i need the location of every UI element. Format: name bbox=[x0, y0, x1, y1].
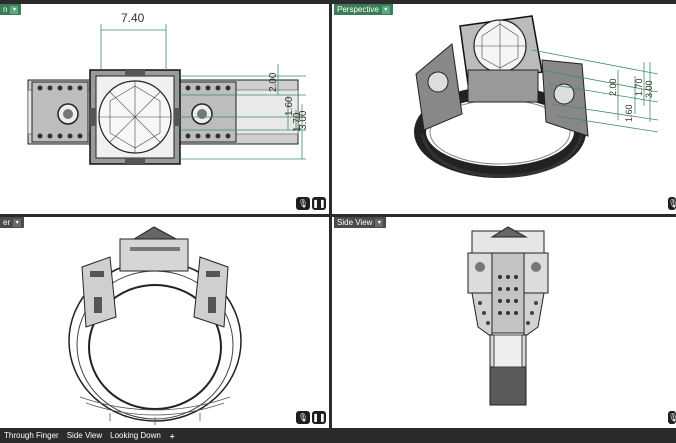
tab-side-view[interactable]: Side View bbox=[66, 431, 103, 440]
chevron-down-icon[interactable]: ▾ bbox=[381, 5, 390, 14]
viewport-tab-side-view[interactable]: Side View ▾ bbox=[334, 217, 387, 228]
mic-icon[interactable]: 🎙 bbox=[668, 411, 676, 424]
ring-top-drawing: 7.40 2.00 1.60 1.70 3.00 bbox=[27, 11, 309, 165]
dim-label-3: 1.70 bbox=[292, 112, 303, 132]
tab-through-finger[interactable]: Through Finger bbox=[0, 429, 63, 443]
persp-dim-1: 2.00 bbox=[608, 78, 618, 96]
ring-side-drawing bbox=[467, 226, 549, 406]
mic-icon[interactable]: 🎙 bbox=[296, 411, 310, 424]
tab-looking-down[interactable]: Looking Down bbox=[110, 431, 161, 440]
persp-dim-2: 1.70 bbox=[634, 78, 644, 96]
viewport-tab-top[interactable]: n ▾ bbox=[0, 4, 22, 15]
dim-label-1: 2.00 bbox=[268, 72, 279, 92]
add-tab-button[interactable]: + bbox=[169, 431, 175, 441]
pause-icon[interactable]: ❚❚ bbox=[312, 197, 326, 210]
mic-icon[interactable]: 🎙 bbox=[668, 197, 676, 210]
chevron-down-icon[interactable]: ▾ bbox=[13, 218, 22, 227]
viewport-top[interactable]: n ▾ bbox=[0, 4, 329, 214]
viewport-through-finger[interactable]: er ▾ 🎙 ❚❚ bbox=[0, 217, 329, 428]
viewport-tab-through-finger[interactable]: er ▾ bbox=[0, 217, 25, 228]
ring-perspective-drawing: 2.00 1.70 3.00 1.60 bbox=[414, 15, 659, 178]
chevron-down-icon[interactable]: ▾ bbox=[375, 218, 384, 227]
persp-dim-4: 1.60 bbox=[624, 104, 634, 122]
dim-label-4: 3.00 bbox=[298, 110, 309, 130]
dim-label-2: 1.60 bbox=[284, 96, 295, 116]
viewport-side-view[interactable]: Side View ▾ 🎙 bbox=[332, 217, 676, 428]
dim-width-label: 7.40 bbox=[121, 11, 145, 25]
mic-icon[interactable]: 🎙 bbox=[296, 197, 310, 210]
viewport-perspective[interactable]: Perspective ▾ 2.00 1.7 bbox=[332, 4, 676, 214]
viewport-tab-perspective[interactable]: Perspective ▾ bbox=[334, 4, 393, 15]
chevron-down-icon[interactable]: ▾ bbox=[10, 5, 19, 14]
pause-icon[interactable]: ❚❚ bbox=[312, 411, 326, 424]
persp-dim-3: 3.00 bbox=[644, 80, 654, 98]
viewport-tab-bar: Through Finger Side View Looking Down + bbox=[0, 429, 676, 443]
ring-front-drawing bbox=[68, 226, 242, 425]
